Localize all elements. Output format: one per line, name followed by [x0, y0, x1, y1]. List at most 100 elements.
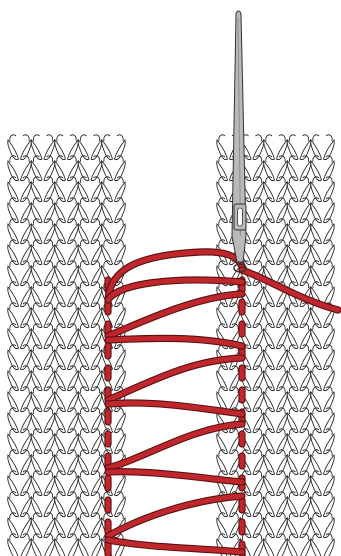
left-panel-stitch	[31, 387, 55, 412]
right-panel-stitch	[264, 534, 288, 556]
left-panel-stitch	[78, 492, 102, 517]
right-panel-stitch	[264, 156, 288, 181]
left-panel-stitch	[78, 261, 102, 286]
left-panel-stitch	[55, 282, 79, 307]
right-panel-stitch	[287, 387, 311, 412]
right-panel-stitch	[311, 450, 335, 475]
left-panel-stitch	[31, 324, 55, 349]
left-panel-stitch	[78, 135, 102, 160]
left-panel-stitch	[8, 387, 32, 412]
left-panel-stitch	[31, 240, 55, 265]
left-panel-stitch	[31, 492, 55, 517]
right-panel-stitch	[264, 303, 288, 328]
right-panel-stitch	[311, 408, 335, 433]
left-panel-stitch	[78, 240, 102, 265]
right-panel-stitch	[311, 177, 335, 202]
right-panel-stitch	[311, 513, 335, 538]
left-panel-stitch	[8, 324, 32, 349]
right-panel-stitch	[287, 240, 311, 265]
right-panel-stitch	[287, 534, 311, 556]
right-panel-stitch	[287, 324, 311, 349]
left-panel-stitch	[31, 471, 55, 496]
left-panel-stitch	[78, 471, 102, 496]
left-panel-stitch	[55, 366, 79, 391]
left-panel-stitch	[78, 366, 102, 391]
left-panel-stitch	[102, 156, 126, 181]
left-panel-stitch	[55, 303, 79, 328]
left-panel-stitch	[31, 429, 55, 454]
left-panel-stitch	[55, 261, 79, 286]
left-panel-stitch	[55, 471, 79, 496]
right-panel-stitch	[287, 429, 311, 454]
right-panel-stitch	[264, 324, 288, 349]
left-panel-stitch	[31, 282, 55, 307]
left-panel-stitch	[55, 219, 79, 244]
right-panel-stitch	[217, 429, 241, 454]
left-panel-stitch	[78, 387, 102, 412]
left-panel-stitch	[31, 261, 55, 286]
right-panel-stitch	[287, 156, 311, 181]
left-panel-stitch	[8, 177, 32, 202]
left-panel-stitch	[102, 135, 126, 160]
left-panel-stitch	[55, 492, 79, 517]
right-panel-stitch	[287, 219, 311, 244]
right-panel-stitch	[217, 303, 241, 328]
right-panel-stitch	[287, 513, 311, 538]
needle-eye-hole	[238, 208, 243, 226]
left-panel-stitch	[55, 324, 79, 349]
left-panel-stitch	[8, 240, 32, 265]
left-panel-stitch	[8, 198, 32, 223]
right-panel-stitch	[311, 219, 335, 244]
left-panel-stitch	[55, 534, 79, 556]
left-panel-stitch	[31, 408, 55, 433]
right-panel-stitch	[217, 366, 241, 391]
left-panel-stitch	[8, 261, 32, 286]
left-panel-stitch	[8, 534, 32, 556]
left-panel-stitch	[102, 177, 126, 202]
right-panel-stitch	[264, 345, 288, 370]
right-panel-stitch	[311, 492, 335, 517]
left-panel-stitch	[78, 345, 102, 370]
left-panel-stitch	[78, 303, 102, 328]
left-panel-stitch	[78, 177, 102, 202]
left-panel-stitch	[8, 408, 32, 433]
right-panel-stitch	[264, 492, 288, 517]
right-panel-stitch	[311, 324, 335, 349]
left-panel-stitch	[78, 429, 102, 454]
left-panel-stitch	[102, 240, 126, 265]
left-panel-stitch	[102, 219, 126, 244]
left-panel-stitch	[31, 534, 55, 556]
right-panel-stitch	[311, 135, 335, 160]
left-panel-stitch	[8, 366, 32, 391]
left-panel-stitch	[31, 219, 55, 244]
right-panel-stitch	[287, 261, 311, 286]
right-panel-stitch	[311, 261, 335, 286]
right-panel-stitch	[311, 534, 335, 556]
right-panel-stitch	[287, 303, 311, 328]
left-panel-stitch	[31, 198, 55, 223]
left-panel-stitch	[55, 198, 79, 223]
left-panel-stitch	[78, 408, 102, 433]
left-panel-stitch	[8, 135, 32, 160]
right-panel-stitch	[311, 387, 335, 412]
right-panel-stitch	[264, 198, 288, 223]
right-panel-stitch	[264, 366, 288, 391]
right-panel-stitch	[264, 408, 288, 433]
left-panel-stitch	[78, 450, 102, 475]
left-panel-stitch	[31, 135, 55, 160]
right-panel-stitch	[311, 429, 335, 454]
right-panel-stitch	[287, 471, 311, 496]
left-panel-stitch	[31, 513, 55, 538]
right-panel-stitch	[264, 135, 288, 160]
right-panel-stitch	[217, 513, 241, 538]
right-panel-stitch	[311, 471, 335, 496]
left-panel-stitch	[8, 219, 32, 244]
right-panel-stitch	[264, 177, 288, 202]
left-panel-stitch	[78, 282, 102, 307]
left-panel-stitch	[55, 177, 79, 202]
left-panel-stitch	[78, 513, 102, 538]
left-panel-stitch	[55, 513, 79, 538]
left-panel-stitch	[31, 303, 55, 328]
left-panel-stitch	[78, 534, 102, 556]
